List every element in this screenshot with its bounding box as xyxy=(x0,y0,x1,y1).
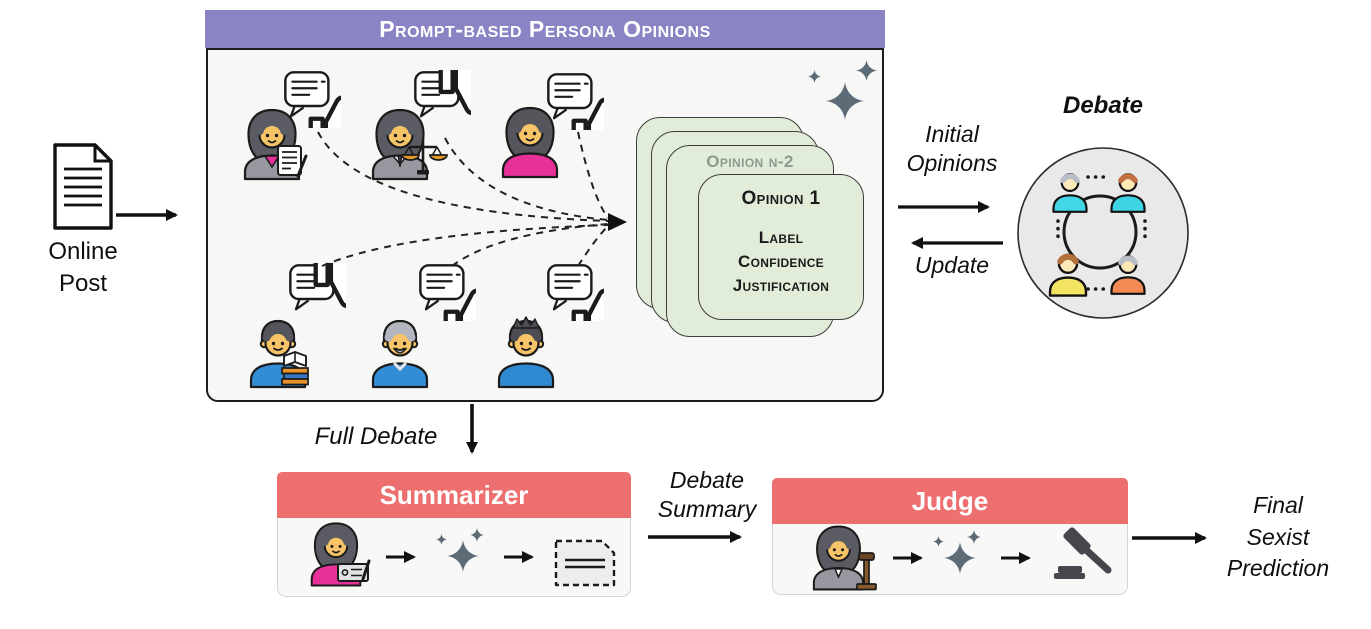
summarizer-body xyxy=(277,518,631,597)
opinion-card-front: Opinion 1 Label Confidence Justification xyxy=(698,174,864,320)
opinion-field-confidence: Confidence xyxy=(738,252,824,271)
opinion-card-fields: Label Confidence Justification xyxy=(699,226,863,298)
judge-body xyxy=(772,524,1128,595)
final-prediction-label: Final Sexist Prediction xyxy=(1226,492,1330,582)
summarizer-box: Summarizer xyxy=(277,472,631,597)
opinion-card-front-title: Opinion 1 xyxy=(741,188,821,209)
persona-panel-title: Prompt-based Persona Opinions xyxy=(379,15,711,42)
update-label: Update xyxy=(914,252,990,278)
persona-panel-header: Prompt-based Persona Opinions xyxy=(205,10,885,48)
judge-box: Judge xyxy=(772,478,1128,595)
document-icon xyxy=(53,143,113,230)
online-post-label: Online Post xyxy=(48,238,118,298)
debate-summary-label: Debate Summary xyxy=(657,467,757,523)
opinion-card-back-label: Opinion n-2 xyxy=(706,152,794,171)
judge-header: Judge xyxy=(772,478,1128,524)
group-discussion-icon xyxy=(1017,147,1189,319)
debate-title: Debate xyxy=(1062,92,1144,119)
initial-opinions-label: Initial Opinions xyxy=(906,121,998,177)
summarizer-title: Summarizer xyxy=(379,479,529,510)
judge-title: Judge xyxy=(911,485,989,516)
full-debate-label: Full Debate xyxy=(314,423,438,450)
summarizer-header: Summarizer xyxy=(277,472,631,518)
opinion-field-label: Label xyxy=(758,228,804,247)
opinion-field-justification: Justification xyxy=(732,276,830,295)
